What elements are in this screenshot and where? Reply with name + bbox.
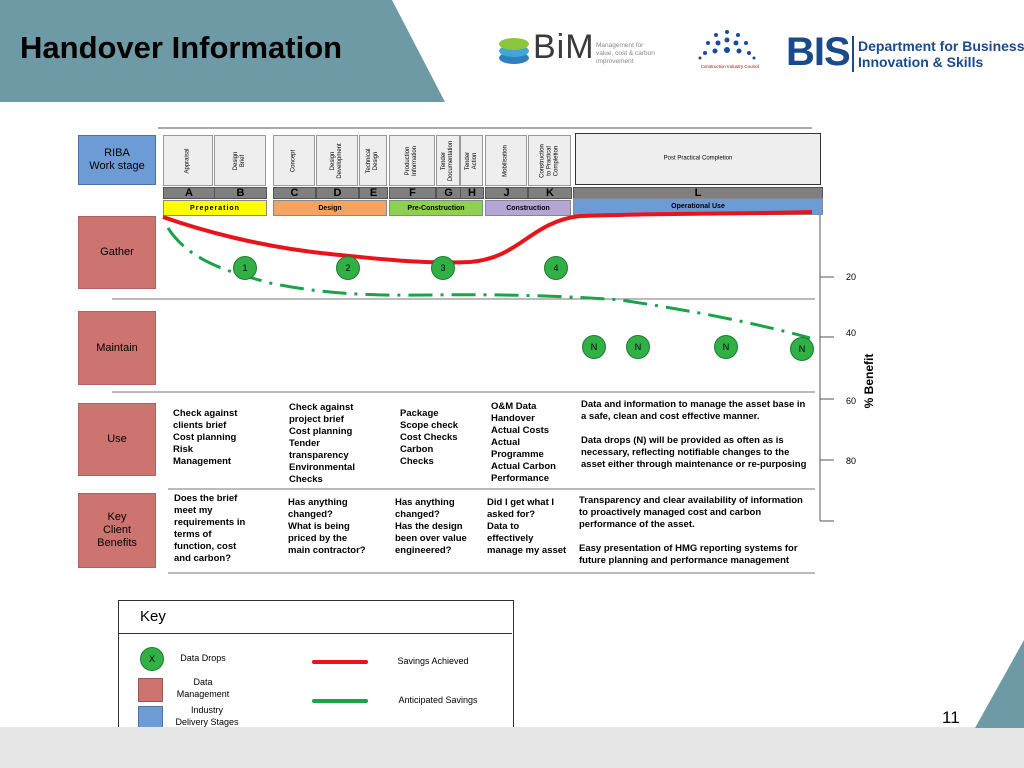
benefit-col5a-text: Transparency and clear availability of i… — [579, 495, 803, 530]
axis-tick-80: 80 — [846, 456, 857, 466]
data-drop-4: 4 — [544, 256, 568, 280]
bim-logo-icon — [499, 38, 529, 64]
key-anticipated-savings-line — [312, 699, 368, 703]
benefit-col1-text: Does the brief meet my requirements in t… — [174, 493, 246, 564]
stage-tender-action: Tender Action — [460, 135, 483, 186]
key-box — [118, 600, 514, 745]
page-number: 11 — [942, 708, 960, 727]
stage-appraisal: Appraisal — [163, 135, 213, 186]
key-client-benefits-label: Key Client Benefits — [78, 493, 156, 568]
bim-logo-text: BiM — [533, 28, 595, 66]
letter-g: G — [436, 187, 461, 199]
letter-f: F — [389, 187, 436, 199]
axis-tick-60: 60 — [846, 396, 857, 406]
maintain-row-label: Maintain — [78, 311, 156, 385]
use-col1-text: Check against clients brief Cost plannin… — [173, 408, 238, 467]
axis-tick-20: 20 — [846, 272, 857, 282]
stage-design-development: Design Development — [316, 135, 358, 186]
bis-dept-line1: Department for Business — [858, 38, 1024, 54]
data-drop-n-4: N — [790, 337, 814, 361]
benefit-col4-text: Did I get what I asked for? Data to effe… — [487, 497, 567, 556]
stage-construction-to-practical-completion: Construction to Practical Completion — [528, 135, 571, 186]
stage-tender-documentation: Tender Documentation — [436, 135, 460, 186]
data-drop-n-1: N — [582, 335, 606, 359]
letter-c: C — [273, 187, 316, 199]
benefit-col3-text: Has anything changed? Has the design bee… — [395, 497, 467, 556]
phase-pre-construction: Pre-Construction — [389, 200, 483, 216]
stage-production-information: Production Information — [389, 135, 435, 186]
stage-technical-design: Technical Design — [359, 135, 387, 186]
key-anticipated-savings-label: Anticipated Savings — [398, 695, 478, 705]
key-divider — [118, 633, 512, 634]
phase-construction: Construction — [485, 200, 571, 216]
savings-achieved-curve — [162, 210, 813, 265]
phase-design: Design — [273, 200, 387, 216]
bis-logo-text: BIS — [786, 30, 851, 74]
key-data-management-label: Data Management — [176, 677, 230, 699]
stage-post-practical-completion: Post Practical Completion — [575, 133, 821, 185]
cic-tagline: Construction Industry Council — [700, 64, 760, 69]
data-drop-1: 1 — [233, 256, 257, 280]
data-drop-2: 2 — [336, 256, 360, 280]
data-drop-3: 3 — [431, 256, 455, 280]
letter-e: E — [359, 187, 388, 199]
key-delivery-stages-label: Industry Delivery Stages — [175, 705, 239, 727]
title-banner — [0, 0, 445, 102]
key-data-drops-label: Data Drops — [180, 653, 226, 663]
stage-concept: Concept — [273, 135, 315, 186]
letter-h: H — [460, 187, 484, 199]
benefit-col2-text: Has anything changed? What is being pric… — [288, 497, 366, 556]
bis-divider — [852, 36, 854, 72]
key-data-drop-icon: X — [140, 647, 164, 671]
gather-row-label: Gather — [78, 216, 156, 289]
stage-design-brief: Design Brief — [214, 135, 266, 186]
letter-j: J — [485, 187, 528, 199]
use-col4-text: O&M Data Handover Actual Costs Actual Pr… — [491, 401, 556, 484]
page-title: Handover Information — [20, 30, 343, 65]
phase-preparation: Preperation — [163, 200, 267, 216]
use-col5a-text: Data and information to manage the asset… — [581, 399, 806, 422]
data-drop-n-3: N — [714, 335, 738, 359]
key-data-management-swatch — [138, 678, 163, 702]
use-row-label: Use — [78, 403, 156, 476]
letter-k: K — [528, 187, 572, 199]
footer-band — [0, 727, 1024, 768]
benefit-col5b-text: Easy presentation of HMG reporting syste… — [579, 543, 798, 566]
key-savings-achieved-label: Savings Achieved — [397, 656, 469, 666]
bim-tagline: Management for value, cost & carbon impr… — [596, 42, 655, 65]
axis-tick-40: 40 — [846, 328, 857, 338]
bis-dept-line2: Innovation & Skills — [858, 54, 984, 70]
use-col5b-text: Data drops (N) will be provided as often… — [581, 435, 807, 470]
use-col2-text: Check against project brief Cost plannin… — [289, 402, 355, 485]
use-col3-text: Package Scope check Cost Checks Carbon C… — [400, 408, 459, 467]
riba-work-stage-label: RIBA Work stage — [78, 135, 156, 185]
letter-d: D — [316, 187, 359, 199]
letter-b: B — [214, 187, 267, 199]
key-title: Key — [140, 608, 166, 625]
data-drop-n-2: N — [626, 335, 650, 359]
bis-department: Department for Business Innovation & Ski… — [858, 38, 1024, 70]
stage-mobilisation: Mobilisation — [485, 135, 527, 186]
key-savings-achieved-line — [312, 660, 368, 664]
cic-logo-icon — [698, 30, 756, 60]
axis-label-benefit: % Benefit — [862, 353, 876, 409]
